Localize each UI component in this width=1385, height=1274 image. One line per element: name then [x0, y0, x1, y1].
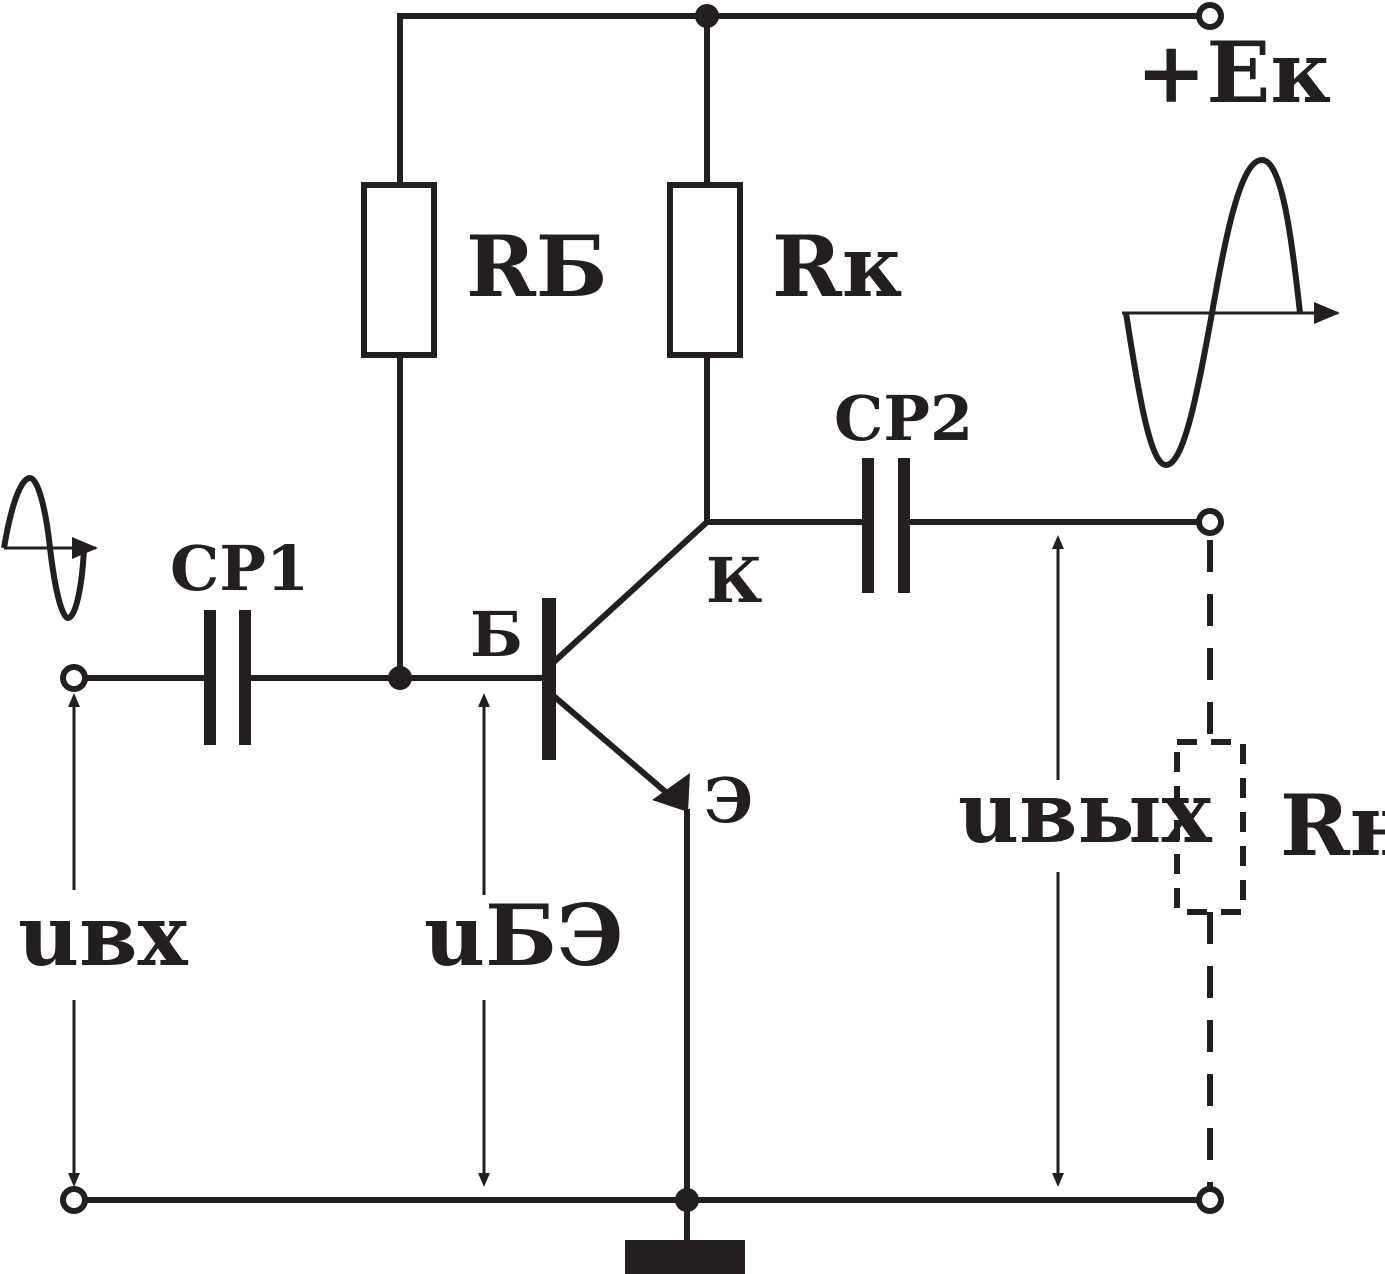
ground-rail [60, 1186, 1224, 1274]
u-in-label: uвх [18, 886, 188, 985]
collector-lead [551, 517, 712, 665]
collector-resistor [667, 13, 743, 525]
cp2-plate-right [898, 458, 910, 593]
cp2-label: CP2 [834, 382, 973, 455]
supply-terminal [1196, 2, 1224, 30]
supply-rail [397, 2, 1224, 243]
base-label: Б [470, 598, 523, 671]
base-node [388, 666, 412, 690]
rn-label: Rн [1280, 776, 1385, 875]
output-terminal [1196, 508, 1224, 536]
supply-label: +Eк [1136, 23, 1331, 122]
voltage-arrows [68, 535, 1064, 1187]
u-be-label: uБЭ [424, 886, 624, 985]
input-waveform [1, 474, 98, 622]
input-ground-terminal [60, 1186, 88, 1214]
base-resistor [361, 13, 437, 683]
u-out-label: uвых [958, 763, 1213, 862]
emitter-lead [551, 693, 680, 805]
emitter-label: Э [704, 764, 753, 837]
load-resistor [1174, 540, 1246, 1188]
cp2-plate-left [862, 458, 874, 593]
output-ground-terminal [1196, 1186, 1224, 1214]
rk-label: Rк [772, 217, 902, 316]
input-terminal [60, 664, 88, 692]
rb-label: RБ [466, 217, 608, 316]
input-line [60, 610, 551, 745]
collector-label: К [706, 544, 762, 617]
cp1-plate-left [204, 610, 216, 745]
output-line [704, 458, 1224, 593]
output-waveform [1122, 156, 1340, 469]
emitter-arrow [652, 773, 690, 812]
ground-icon [625, 1240, 745, 1274]
cp1-label: CP1 [170, 532, 309, 605]
transistor-base-bar [542, 598, 556, 760]
transistor [542, 517, 712, 1203]
cp1-plate-right [239, 610, 251, 745]
